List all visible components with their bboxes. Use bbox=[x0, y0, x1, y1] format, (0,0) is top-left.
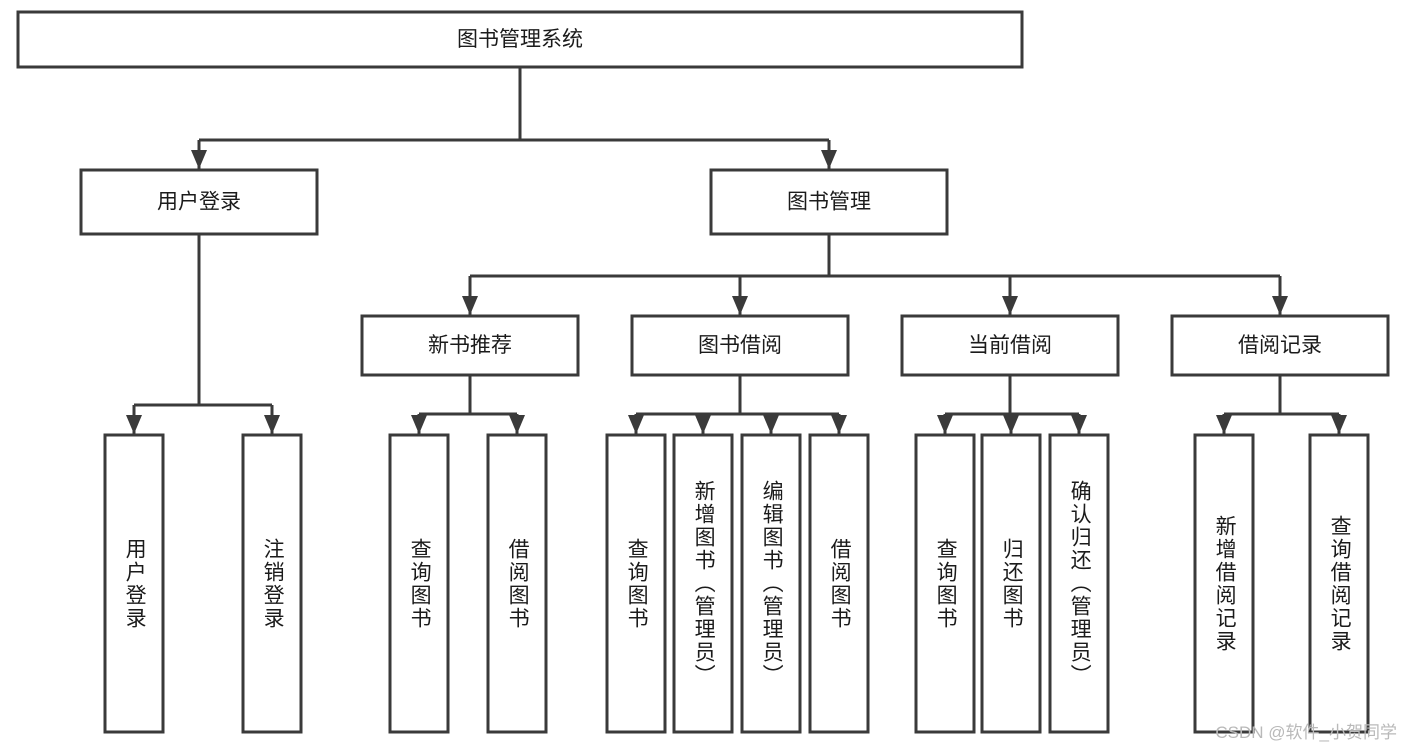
node-box bbox=[1170, 314, 1390, 377]
node-label: 图书管理 bbox=[787, 191, 871, 214]
leaf-node-归还图书[interactable] bbox=[980, 433, 1042, 734]
leaf-node-注销登录[interactable] bbox=[241, 433, 303, 734]
arrow-head-icon-leaf bbox=[937, 415, 953, 434]
group-node-借阅记录[interactable]: 借阅记录 bbox=[1170, 314, 1390, 377]
leaf-node-确认归还管理员[interactable] bbox=[1048, 433, 1110, 734]
arrow-head-icon-leaf bbox=[411, 415, 427, 434]
arrow-head-icon-leaf bbox=[264, 415, 280, 434]
node-box bbox=[486, 433, 548, 734]
leaf-node-查询借阅记录[interactable] bbox=[1308, 433, 1370, 734]
node-label: 当前借阅 bbox=[968, 334, 1052, 357]
arrow-head-icon-leaf bbox=[763, 415, 779, 434]
node-label: 图书借阅 bbox=[698, 334, 782, 357]
node-label: 借阅记录 bbox=[1238, 334, 1322, 357]
node-label: 用户登录 bbox=[157, 191, 241, 214]
node-box bbox=[79, 168, 319, 236]
arrow-head-icon-leaf bbox=[1003, 415, 1019, 434]
node-box bbox=[1048, 433, 1110, 734]
group-node-当前借阅[interactable]: 当前借阅 bbox=[900, 314, 1120, 377]
leaf-node-查询图书[interactable] bbox=[605, 433, 667, 734]
arrow-head-icon-leaf bbox=[1216, 415, 1232, 434]
node-box bbox=[900, 314, 1120, 377]
arrow-head-icon-图书管理 bbox=[821, 150, 837, 169]
arrow-head-icon-leaf bbox=[1071, 415, 1087, 434]
branch-node-图书管理[interactable]: 图书管理 bbox=[709, 168, 949, 236]
leaf-node-新增图书管理员[interactable] bbox=[672, 433, 734, 734]
node-box bbox=[605, 433, 667, 734]
arrow-head-icon-新书推荐 bbox=[462, 296, 478, 315]
arrow-head-icon-leaf bbox=[628, 415, 644, 434]
leaf-node-新增借阅记录[interactable] bbox=[1193, 433, 1255, 734]
node-box bbox=[740, 433, 802, 734]
leaf-node-用户登录[interactable] bbox=[103, 433, 165, 734]
node-box bbox=[709, 168, 949, 236]
branch-node-用户登录[interactable]: 用户登录 bbox=[79, 168, 319, 236]
arrow-head-icon-图书借阅 bbox=[732, 296, 748, 315]
node-box bbox=[1193, 433, 1255, 734]
group-node-新书推荐[interactable]: 新书推荐 bbox=[360, 314, 580, 377]
arrow-head-icon-用户登录 bbox=[191, 150, 207, 169]
leaf-node-查询图书[interactable] bbox=[388, 433, 450, 734]
node-label: 图书管理系统 bbox=[457, 28, 583, 51]
arrow-head-icon-leaf bbox=[126, 415, 142, 434]
node-box bbox=[914, 433, 976, 734]
connectors-layer bbox=[126, 67, 1347, 434]
node-box bbox=[16, 10, 1024, 69]
arrow-head-icon-leaf bbox=[1331, 415, 1347, 434]
node-box bbox=[980, 433, 1042, 734]
node-label: 新书推荐 bbox=[428, 334, 512, 357]
watermark-text: CSDN @软件_小贺同学 bbox=[1215, 723, 1397, 742]
node-box bbox=[388, 433, 450, 734]
root-node-图书管理系统[interactable]: 图书管理系统 bbox=[16, 10, 1024, 69]
arrow-head-icon-当前借阅 bbox=[1002, 296, 1018, 315]
node-box bbox=[808, 433, 870, 734]
arrow-head-icon-leaf bbox=[695, 415, 711, 434]
leaf-node-借阅图书[interactable] bbox=[808, 433, 870, 734]
arrow-head-icon-leaf bbox=[509, 415, 525, 434]
group-node-图书借阅[interactable]: 图书借阅 bbox=[630, 314, 850, 377]
node-box bbox=[630, 314, 850, 377]
leaf-node-编辑图书管理员[interactable] bbox=[740, 433, 802, 734]
node-box bbox=[241, 433, 303, 734]
arrow-head-icon-借阅记录 bbox=[1272, 296, 1288, 315]
arrow-head-icon-leaf bbox=[831, 415, 847, 434]
leaf-node-查询图书[interactable] bbox=[914, 433, 976, 734]
leaf-node-借阅图书[interactable] bbox=[486, 433, 548, 734]
node-box bbox=[672, 433, 734, 734]
node-box bbox=[360, 314, 580, 377]
node-box bbox=[103, 433, 165, 734]
node-box bbox=[1308, 433, 1370, 734]
